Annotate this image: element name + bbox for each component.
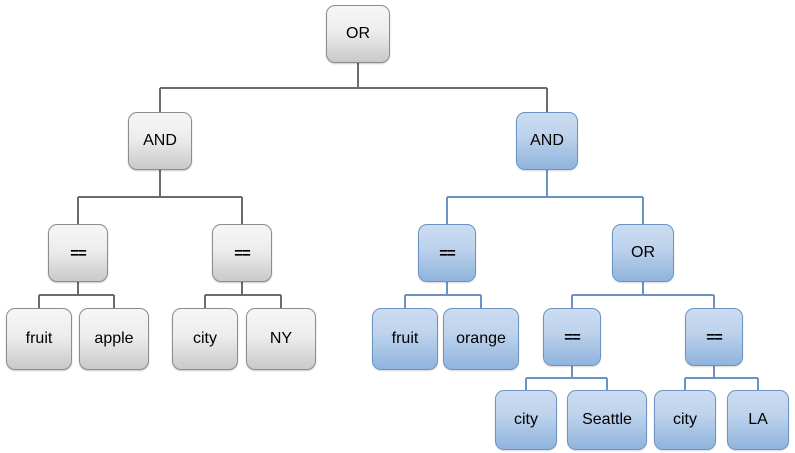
tree-node-label: AND (530, 132, 564, 149)
tree-node-label: == (70, 244, 87, 262)
tree-node-label: NY (269, 330, 293, 347)
tree-node-leaf_city2[interactable]: city (495, 390, 557, 450)
tree-node-leaf_la[interactable]: LA (727, 390, 789, 450)
tree-node-leaf_ny[interactable]: NY (246, 308, 316, 370)
tree-node-and_l[interactable]: AND (128, 112, 192, 170)
tree-node-label: fruit (25, 330, 53, 347)
tree-node-leaf_apple[interactable]: apple (79, 308, 149, 370)
tree-node-leaf_fruit1[interactable]: fruit (6, 308, 72, 370)
tree-node-leaf_city3[interactable]: city (654, 390, 716, 450)
tree-node-eq_r3[interactable]: == (685, 308, 743, 366)
tree-node-label: AND (143, 132, 177, 149)
tree-node-label: OR (631, 244, 655, 261)
tree-node-label: == (706, 328, 723, 346)
tree-node-leaf_city1[interactable]: city (172, 308, 238, 370)
tree-node-root[interactable]: OR (326, 5, 390, 63)
tree-node-label: orange (456, 330, 506, 347)
tree-node-leaf_seattle[interactable]: Seattle (567, 390, 647, 450)
tree-node-leaf_orange[interactable]: orange (443, 308, 519, 370)
tree-node-label: apple (94, 330, 134, 347)
tree-node-label: Seattle (582, 411, 632, 428)
tree-node-label: city (514, 411, 538, 428)
tree-node-eq_r2[interactable]: == (543, 308, 601, 366)
tree-node-label: == (439, 244, 456, 262)
tree-node-eq_l1[interactable]: == (48, 224, 108, 282)
tree-node-label: fruit (391, 330, 419, 347)
tree-node-leaf_fruit2[interactable]: fruit (372, 308, 438, 370)
tree-node-or_r[interactable]: OR (612, 224, 674, 282)
tree-node-label: == (234, 244, 251, 262)
tree-node-label: city (193, 330, 217, 347)
tree-node-label: == (564, 328, 581, 346)
tree-node-and_r[interactable]: AND (516, 112, 578, 170)
tree-node-label: OR (346, 25, 370, 42)
tree-node-label: LA (748, 411, 768, 428)
tree-node-label: city (673, 411, 697, 428)
tree-node-eq_r1[interactable]: == (418, 224, 476, 282)
tree-node-eq_l2[interactable]: == (212, 224, 272, 282)
